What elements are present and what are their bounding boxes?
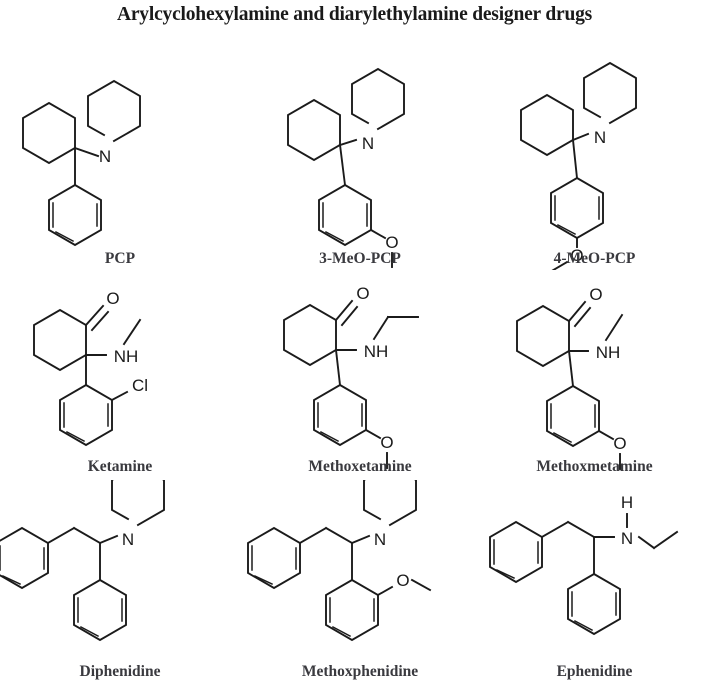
- compound-label-methoxphenidine: Methoxphenidine: [301, 663, 419, 680]
- phenyl-ring-left: [489, 520, 543, 584]
- nitrogen-label: N: [122, 530, 134, 549]
- chloro-bond: [110, 390, 129, 402]
- phenyl-ring: [318, 183, 372, 247]
- cyclohexane-ring: [520, 93, 574, 157]
- n-methyl-bond: [604, 313, 624, 342]
- piperidine-ring: [87, 79, 141, 143]
- cyclohexanone-ring: [283, 303, 337, 367]
- oxygen-label: O: [106, 289, 119, 308]
- compound-label-ketamine: Ketamine: [87, 458, 153, 475]
- c-aryl-bond: [571, 138, 579, 180]
- compound-label-pcp: PCP: [104, 250, 136, 267]
- compound-cell-ketamine: O NH: [0, 270, 240, 480]
- phenyl-ring-left: [247, 526, 301, 590]
- n-ethyl-group: [637, 530, 679, 550]
- methoxy-group: [597, 429, 621, 470]
- n-ethyl-group: [372, 315, 419, 341]
- compound-label-3-meo-pcp: 3-MeO-PCP: [319, 250, 401, 267]
- oxygen-label: O: [385, 233, 398, 252]
- methoxy-group: [369, 228, 393, 268]
- structure-diphenidine: N: [0, 480, 240, 687]
- piperidine-ring: [363, 480, 417, 527]
- phenyl-ring: [48, 183, 102, 247]
- amine-label: NH: [114, 347, 139, 366]
- cyclohexane-ring: [287, 98, 341, 162]
- nitrogen-label: N: [362, 134, 374, 153]
- compound-cell-methoxphenidine: N O Methoxp: [240, 480, 480, 687]
- compound-label-methoxmetamine: Methoxmetamine: [536, 458, 653, 475]
- compound-label-diphenidine: Diphenidine: [79, 663, 161, 680]
- compound-label-methoxetamine: Methoxetamine: [308, 458, 412, 475]
- oxygen-label: O: [589, 285, 602, 304]
- amine-label: NH: [596, 343, 621, 362]
- compound-cell-methoxetamine: O NH: [240, 270, 480, 480]
- nitrogen-label: N: [99, 147, 111, 166]
- phenyl-ring: [59, 383, 113, 447]
- oxygen-label: O: [356, 284, 369, 303]
- nitrogen-label: N: [374, 530, 386, 549]
- structure-3-meo-pcp: N O: [240, 40, 480, 270]
- oxygen-label-methoxy: O: [613, 434, 626, 453]
- cyclohexane-ring: [22, 101, 76, 165]
- phenyl-ring-lower: [325, 578, 379, 642]
- phenyl-ring-lower: [567, 572, 621, 636]
- c-n-bond: [98, 534, 119, 545]
- structure-methoxphenidine: N O: [240, 480, 480, 687]
- oxygen-label: O: [570, 246, 583, 265]
- cyclohexanone-ring: [33, 308, 87, 372]
- compound-cell-ephenidine: N H: [480, 480, 709, 687]
- structure-pcp: N: [0, 40, 240, 270]
- compound-cell-4-meo-pcp: N O 4-MeO-P: [480, 40, 709, 270]
- compound-cell-3-meo-pcp: N O 3-MeO-P: [240, 40, 480, 270]
- c-n-bond: [338, 138, 358, 147]
- c-aryl-bond: [334, 348, 342, 387]
- piperidine-ring: [111, 480, 165, 527]
- structure-ephenidine: N H: [480, 480, 709, 687]
- c-n-bond: [350, 534, 371, 545]
- figure-title: Arylcyclohexylamine and diarylethylamine…: [116, 4, 593, 25]
- compound-cell-diphenidine: N Diphenidine: [0, 480, 240, 687]
- oxygen-label-methoxy: O: [396, 571, 409, 590]
- structure-4-meo-pcp: N O: [480, 40, 709, 270]
- n-methyl-bond: [122, 318, 142, 346]
- structure-methoxmetamine: O NH: [480, 270, 709, 480]
- hydrogen-label: H: [621, 493, 633, 512]
- structure-grid: N PCP: [0, 40, 709, 687]
- piperidine-ring: [583, 61, 637, 125]
- oxygen-label-methoxy: O: [380, 433, 393, 452]
- amine-label: NH: [364, 342, 389, 361]
- methoxy-group: [376, 578, 432, 597]
- ethylene-bridge: [298, 526, 354, 545]
- chlorine-label: Cl: [132, 376, 148, 395]
- methoxy-group: [551, 237, 578, 270]
- phenyl-ring-left: [0, 526, 49, 590]
- carbonyl-double-bond: [334, 299, 359, 327]
- compound-label-ephenidine: Ephenidine: [556, 663, 633, 680]
- ethylene-bridge: [46, 526, 102, 545]
- ethylene-bridge: [540, 520, 596, 539]
- compound-cell-methoxmetamine: O NH: [480, 270, 709, 480]
- c-aryl-bond: [567, 349, 575, 388]
- phenyl-ring: [313, 383, 367, 447]
- piperidine-ring: [351, 67, 405, 131]
- phenyl-ring-lower: [73, 578, 127, 642]
- c-aryl-bond: [338, 143, 347, 187]
- cyclohexanone-ring: [516, 304, 570, 368]
- compound-label-4-meo-pcp: 4-MeO-PCP: [553, 250, 636, 267]
- structure-ketamine: O NH: [0, 270, 240, 480]
- phenyl-ring: [546, 384, 600, 448]
- c-n-bond: [571, 132, 590, 142]
- nitrogen-label: N: [621, 529, 633, 548]
- carbonyl-double-bond: [84, 304, 110, 332]
- carbonyl-double-bond: [567, 300, 592, 328]
- nitrogen-label: N: [594, 128, 606, 147]
- compound-cell-pcp: N PCP: [0, 40, 240, 270]
- phenyl-ring: [550, 176, 604, 240]
- c-n-bond: [73, 146, 100, 158]
- structure-methoxetamine: O NH: [240, 270, 480, 480]
- methoxy-group: [364, 428, 388, 469]
